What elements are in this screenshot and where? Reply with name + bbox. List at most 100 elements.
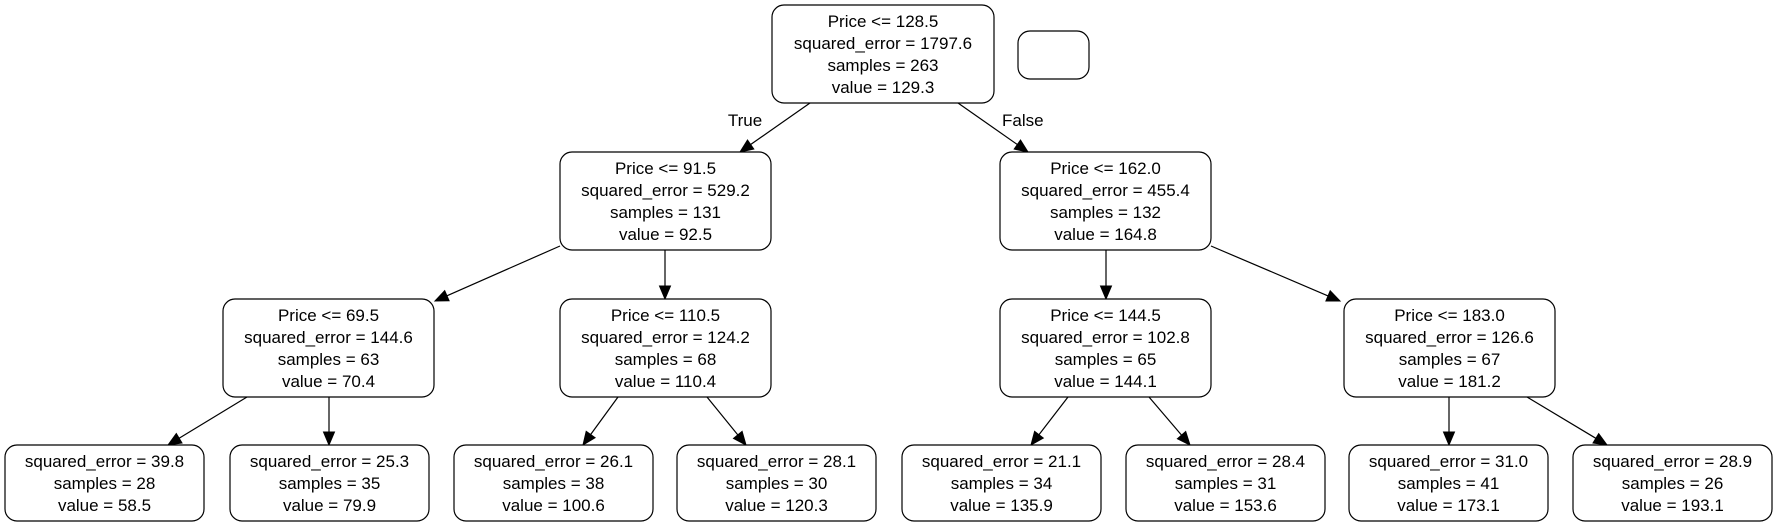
edges-layer: True False: [166, 102, 1609, 447]
node-text-line: value = 181.2: [1398, 372, 1501, 391]
edge-label: False: [1002, 111, 1044, 130]
arrowhead-icon: [1442, 431, 1456, 447]
node-text-line: squared_error = 144.6: [244, 328, 413, 347]
node-text-line: squared_error = 25.3: [250, 452, 409, 471]
edge-n2-n5: [1099, 250, 1113, 301]
edge-line: [590, 396, 619, 435]
node-text-line: Price <= 110.5: [611, 306, 720, 325]
tree-node-n13: squared_error = 31.0 samples = 41 value = …: [1348, 444, 1549, 522]
node-text-line: squared_error = 126.6: [1365, 328, 1534, 347]
edge-n1-n4: [658, 250, 672, 301]
node-text-line: samples = 65: [1055, 350, 1157, 369]
edge-n2-n6: [1210, 245, 1342, 302]
node-box: [1343, 298, 1556, 398]
arrowhead-icon: [322, 431, 336, 447]
node-text-line: samples = 263: [827, 56, 938, 75]
edge-n5-n12: [1148, 396, 1191, 446]
node-box: [901, 444, 1102, 522]
arrowhead-icon: [1013, 139, 1030, 153]
tree-node-n1: Price <= 91.5 squared_error = 529.2 sample…: [559, 151, 772, 251]
node-box: [999, 298, 1212, 398]
node-text-line: samples = 131: [610, 203, 721, 222]
node-text-line: samples = 35: [279, 474, 381, 493]
node-text-line: samples = 28: [54, 474, 156, 493]
node-box: [1348, 444, 1549, 522]
legend-box: [1017, 30, 1090, 80]
node-text-line: value = 100.6: [502, 496, 605, 515]
tree-node-n8: squared_error = 25.3 samples = 35 value = …: [229, 444, 430, 522]
node-box: [559, 298, 772, 398]
node-text-line: value = 70.4: [282, 372, 375, 391]
node-box: [771, 4, 995, 104]
arrowhead-icon: [166, 432, 183, 446]
edge-n5-n11: [1030, 396, 1069, 447]
node-text-line: squared_error = 529.2: [581, 181, 750, 200]
node-text-line: value = 129.3: [832, 78, 935, 97]
node-text-line: value = 193.1: [1621, 496, 1724, 515]
edge-line: [706, 396, 739, 436]
node-text-line: samples = 41: [1398, 474, 1500, 493]
node-text-line: squared_error = 124.2: [581, 328, 750, 347]
edge-n0-n2: False: [957, 102, 1044, 153]
node-text-line: samples = 132: [1050, 203, 1161, 222]
node-text-line: value = 120.3: [725, 496, 828, 515]
arrowhead-icon: [582, 430, 597, 447]
node-text-line: value = 110.4: [615, 372, 716, 391]
node-text-line: Price <= 128.5: [828, 12, 939, 31]
node-text-line: samples = 31: [1175, 474, 1277, 493]
node-box: [1125, 444, 1326, 522]
arrowhead-icon: [732, 430, 747, 446]
arrowhead-icon: [1030, 430, 1045, 447]
edge-line: [178, 396, 248, 439]
edge-n0-n1: True: [728, 102, 811, 153]
node-box: [1017, 30, 1090, 80]
node-text-line: Price <= 91.5: [615, 159, 716, 178]
node-text-line: squared_error = 28.9: [1593, 452, 1752, 471]
edge-n4-n10: [706, 396, 747, 446]
node-box: [453, 444, 654, 522]
node-text-line: samples = 68: [615, 350, 717, 369]
edge-n6-n14: [1526, 396, 1609, 446]
node-box: [4, 444, 205, 522]
node-text-line: samples = 34: [951, 474, 1053, 493]
edge-line: [957, 102, 1018, 146]
edge-n1-n3: [433, 245, 561, 302]
node-text-line: value = 79.9: [283, 496, 376, 515]
node-text-line: squared_error = 1797.6: [794, 34, 972, 53]
tree-node-n0: Price <= 128.5 squared_error = 1797.6 samp…: [771, 4, 995, 104]
node-text-line: value = 135.9: [950, 496, 1053, 515]
node-box: [1572, 444, 1773, 522]
node-text-line: Price <= 69.5: [278, 306, 379, 325]
node-text-line: value = 92.5: [619, 225, 712, 244]
arrowhead-icon: [1176, 430, 1191, 446]
node-box: [676, 444, 877, 522]
node-text-line: squared_error = 102.8: [1021, 328, 1190, 347]
node-text-line: squared_error = 28.4: [1146, 452, 1305, 471]
arrowhead-icon: [1592, 432, 1609, 446]
node-text-line: Price <= 162.0: [1050, 159, 1161, 178]
node-text-line: samples = 30: [726, 474, 828, 493]
edge-n6-n13: [1442, 397, 1456, 447]
node-text-line: squared_error = 31.0: [1369, 452, 1528, 471]
node-text-line: value = 173.1: [1397, 496, 1500, 515]
node-box: [559, 151, 772, 251]
edge-line: [1148, 396, 1183, 436]
edge-n4-n9: [582, 396, 619, 447]
edge-n3-n7: [166, 396, 248, 446]
node-text-line: squared_error = 39.8: [25, 452, 184, 471]
node-text-line: value = 153.6: [1174, 496, 1277, 515]
arrowhead-icon: [433, 289, 450, 302]
node-box: [999, 151, 1212, 251]
node-text-line: value = 144.1: [1054, 372, 1157, 391]
arrowhead-icon: [1099, 285, 1113, 301]
node-text-line: samples = 26: [1622, 474, 1724, 493]
edge-n3-n8: [322, 397, 336, 447]
tree-node-n12: squared_error = 28.4 samples = 31 value = …: [1125, 444, 1326, 522]
edge-line: [446, 245, 561, 297]
